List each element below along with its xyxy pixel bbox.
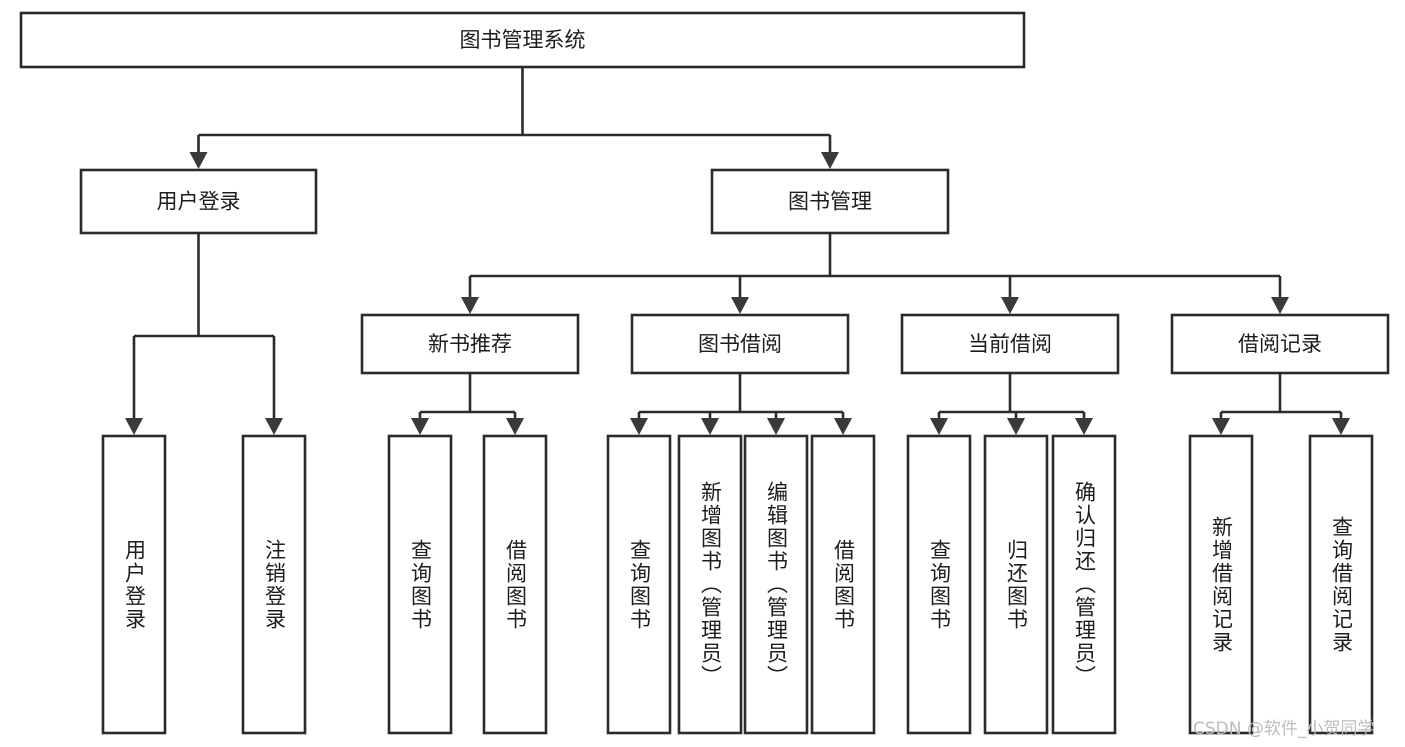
node-label-user-login: 用户登录 xyxy=(157,190,241,214)
node-box-root[interactable] xyxy=(19,11,1026,69)
node-leaf-query-book-rec[interactable] xyxy=(387,434,453,735)
node-leaf-borrow-book-rec[interactable] xyxy=(482,434,548,735)
arrow-head-icon xyxy=(1001,297,1019,314)
node-box-leaf-add-book[interactable] xyxy=(677,434,743,735)
arrow-head-icon xyxy=(125,418,143,435)
node-box-leaf-query-book-cb[interactable] xyxy=(906,434,972,735)
node-box-leaf-query-book-rec[interactable] xyxy=(387,434,453,735)
node-box-leaf-confirm-return[interactable] xyxy=(1051,434,1117,735)
arrow-head-icon xyxy=(189,152,208,169)
watermark-text: CSDN @软件_小贺同学 xyxy=(1193,719,1375,739)
node-leaf-add-book[interactable] xyxy=(677,434,743,735)
node-box-leaf-return-book[interactable] xyxy=(983,434,1049,735)
arrow-head-icon xyxy=(821,152,839,169)
node-current-borrow[interactable]: 当前借阅 xyxy=(900,313,1120,375)
node-box-current-borrow[interactable] xyxy=(900,313,1120,375)
node-label-root: 图书管理系统 xyxy=(460,28,586,52)
arrow-head-icon xyxy=(506,418,524,435)
node-label-current-borrow: 当前借阅 xyxy=(968,332,1052,356)
node-box-leaf-query-record[interactable] xyxy=(1308,434,1374,735)
node-borrow-record[interactable]: 借阅记录 xyxy=(1170,313,1390,375)
arrow-head-icon xyxy=(701,418,719,435)
node-book-borrow[interactable]: 图书借阅 xyxy=(630,313,850,375)
node-leaf-query-book-br[interactable] xyxy=(606,434,672,735)
node-leaf-user-logout[interactable] xyxy=(241,434,307,735)
node-label-borrow-record: 借阅记录 xyxy=(1238,332,1322,356)
node-box-book-manage[interactable] xyxy=(710,168,950,235)
arrow-head-icon xyxy=(731,297,749,314)
node-box-leaf-borrow-book-rec[interactable] xyxy=(482,434,548,735)
node-leaf-user-login[interactable] xyxy=(101,434,167,735)
arrow-head-icon xyxy=(265,418,283,435)
arrow-head-icon xyxy=(1271,297,1289,314)
node-box-leaf-add-record[interactable] xyxy=(1188,434,1254,735)
node-box-borrow-record[interactable] xyxy=(1170,313,1390,375)
node-box-leaf-borrow-book-br[interactable] xyxy=(810,434,876,735)
arrow-head-icon xyxy=(1212,418,1230,435)
arrow-head-icon xyxy=(930,418,948,435)
node-box-book-borrow[interactable] xyxy=(630,313,850,375)
node-box-user-login[interactable] xyxy=(79,168,318,235)
node-label-new-book-rec: 新书推荐 xyxy=(428,332,512,356)
node-leaf-query-record[interactable] xyxy=(1308,434,1374,735)
node-leaf-add-record[interactable] xyxy=(1188,434,1254,735)
node-box-leaf-query-book-br[interactable] xyxy=(606,434,672,735)
arrow-head-icon xyxy=(1332,418,1350,435)
arrow-head-icon xyxy=(834,418,852,435)
arrow-head-icon xyxy=(1075,418,1093,435)
node-book-manage[interactable]: 图书管理 xyxy=(710,168,950,235)
node-label-book-manage: 图书管理 xyxy=(788,190,872,214)
node-new-book-rec[interactable]: 新书推荐 xyxy=(360,313,580,375)
arrow-head-icon xyxy=(630,418,648,435)
node-label-book-borrow: 图书借阅 xyxy=(698,332,782,356)
node-leaf-query-book-cb[interactable] xyxy=(906,434,972,735)
arrow-head-icon xyxy=(411,418,429,435)
connector-edges xyxy=(125,67,1350,435)
node-box-leaf-user-logout[interactable] xyxy=(241,434,307,735)
node-leaf-confirm-return[interactable] xyxy=(1051,434,1117,735)
node-box-leaf-user-login[interactable] xyxy=(101,434,167,735)
node-root[interactable]: 图书管理系统 xyxy=(19,11,1026,69)
arrow-head-icon xyxy=(1007,418,1025,435)
node-leaf-edit-book[interactable] xyxy=(743,434,809,735)
node-box-new-book-rec[interactable] xyxy=(360,313,580,375)
node-leaf-borrow-book-br[interactable] xyxy=(810,434,876,735)
arrow-head-icon xyxy=(461,297,479,314)
node-box-leaf-edit-book[interactable] xyxy=(743,434,809,735)
node-leaf-return-book[interactable] xyxy=(983,434,1049,735)
node-user-login[interactable]: 用户登录 xyxy=(79,168,318,235)
arrow-head-icon xyxy=(767,418,785,435)
